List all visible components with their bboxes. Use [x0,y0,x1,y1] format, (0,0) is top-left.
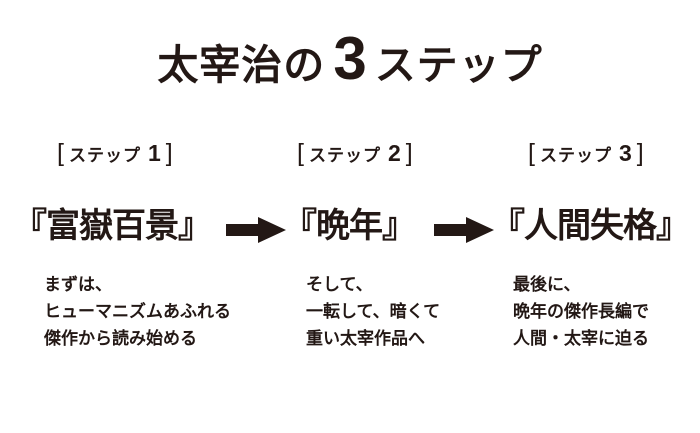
step-2-label: [ ステップ 2 ] [297,139,413,168]
step-2-description-line: そして、 [306,275,373,294]
step-2-label-text: ステップ [308,146,381,165]
step-1-label-text: ステップ [68,146,141,165]
step-1-description-line: ヒューマニズムあふれる [44,302,231,321]
step-3-book-title: 『人間失格』 [491,207,690,245]
bracket-close: ] [405,139,413,167]
step-2-book-title: 『晩年』 [283,207,416,245]
step-2-description: そして、 一転して、暗くて 重い太宰作品へ [306,271,440,352]
step-3-label-text: ステップ [539,146,612,165]
step-1-label-number: 1 [147,140,161,166]
step-2-label-number: 2 [387,140,401,166]
bracket-open: [ [57,139,64,167]
arrow-right-icon [434,217,494,243]
step-1-label: [ ステップ 1 ] [57,139,173,168]
bracket-open: [ [297,139,304,167]
arrow-right-icon [226,217,286,243]
page-title-prefix: 太宰治の [157,42,326,88]
step-3-description-line: 晩年の傑作長編で [513,302,649,321]
step-3-label-number: 3 [618,140,632,166]
bracket-close: ] [165,139,173,167]
step-1-description-line: 傑作から読み始める [44,329,197,348]
page-title-suffix: ステップ [374,42,543,88]
page-title-number: 3 [333,25,367,92]
step-1-description-line: まずは、 [44,275,112,294]
step-3-label: [ ステップ 3 ] [528,139,644,168]
bracket-close: ] [636,139,644,167]
step-2-description-line: 一転して、暗くて [306,302,441,321]
step-1-description: まずは、 ヒューマニズムあふれる 傑作から読み始める [44,271,231,352]
step-3-description-line: 最後に、 [513,275,581,294]
page-title: 太宰治の 3 ステップ [0,24,700,93]
step-2-description-line: 重い太宰作品へ [306,329,425,348]
step-3-description-line: 人間・太宰に迫る [513,329,649,348]
step-1-book-title: 『富嶽百景』 [13,207,212,245]
step-3-description: 最後に、 晩年の傑作長編で 人間・太宰に迫る [513,271,649,352]
bracket-open: [ [528,139,535,167]
